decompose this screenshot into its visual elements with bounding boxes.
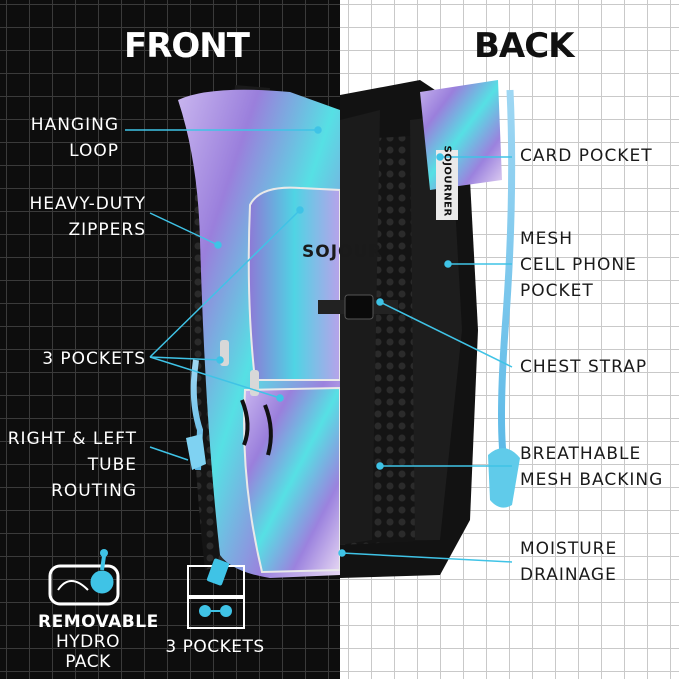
callout-line-chest — [379, 301, 513, 368]
zipper-cord — [263, 404, 273, 456]
front-bite-valve — [186, 434, 206, 470]
pockets-label: 3 POCKETS — [165, 637, 265, 657]
callout-lines — [125, 126, 513, 563]
front-drink-tube — [190, 359, 204, 471]
callout-tube-routing: RIGHT & LEFT TUBE ROUTING — [7, 429, 137, 501]
hydro-pack-label: REMOVABLE HYDRO PACK — [38, 612, 159, 672]
callout-line-zippers — [149, 212, 219, 246]
front-lower-pocket — [243, 386, 341, 574]
hydro-pack-label-line2: HYDRO PACK — [56, 632, 120, 672]
hydro-pack-icon — [48, 549, 120, 606]
back-drink-tube — [498, 89, 516, 471]
callout-hanging-loop: HANGING LOOP — [30, 115, 119, 161]
back-brand-label — [436, 150, 458, 220]
callout-heavy-duty-zippers: HEAVY-DUTY ZIPPERS — [29, 194, 146, 240]
front-brand-text: SOJOUR — [302, 242, 383, 262]
back-right-strap — [410, 115, 462, 540]
callout-breathable-mesh-backing: BREATHABLE MESH BACKING — [520, 444, 664, 490]
zipper-cord — [240, 399, 250, 446]
card-pocket-holo — [420, 80, 502, 190]
back-left-strap — [340, 110, 380, 545]
callout-line-pockets-1 — [149, 209, 301, 358]
zipper-pull — [250, 370, 259, 396]
callout-mesh-cell-phone-pocket: MESH CELL PHONE POCKET — [520, 229, 637, 301]
callout-line-pockets-3 — [149, 356, 281, 399]
callout-line-drainage — [341, 552, 513, 563]
chest-strap-buckle — [344, 294, 374, 320]
hydro-pack-label-line1: REMOVABLE — [38, 612, 159, 632]
back-brand-text: SOJOURNER — [441, 145, 453, 217]
front-heading: FRONT — [124, 26, 250, 66]
callout-card-pocket: CARD POCKET — [520, 146, 653, 166]
pockets-icon — [187, 558, 245, 629]
back-bite-valve — [488, 448, 520, 508]
back-heading: BACK — [474, 26, 575, 66]
callout-line-tube — [149, 446, 189, 461]
callout-line-pockets-2 — [149, 356, 221, 361]
callout-3-pockets: 3 POCKETS — [42, 349, 146, 369]
callout-moisture-drainage: MOISTURE DRAINAGE — [520, 539, 618, 585]
callout-chest-strap: CHEST STRAP — [520, 357, 648, 377]
